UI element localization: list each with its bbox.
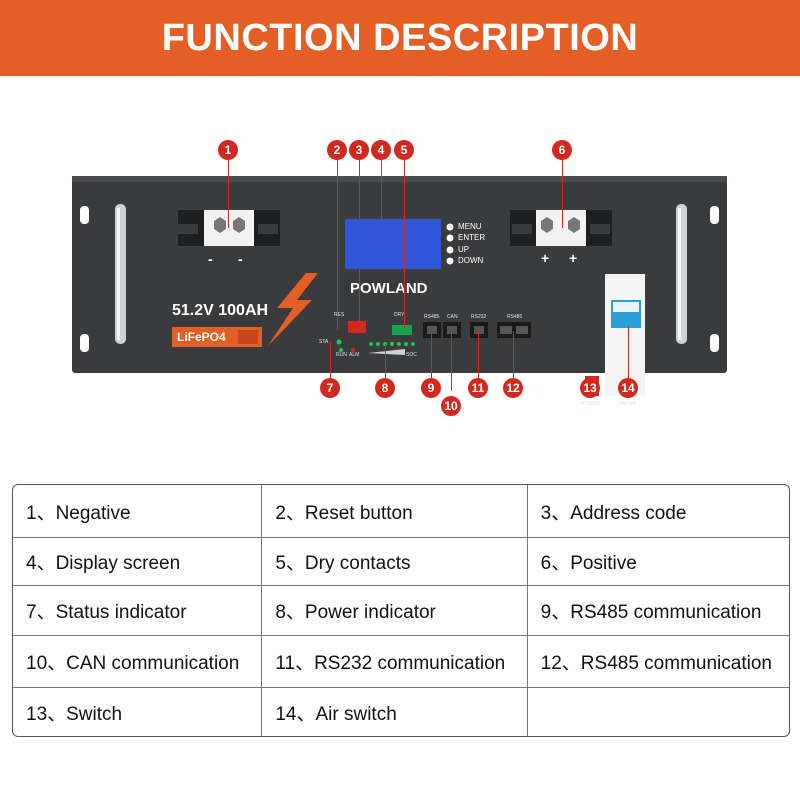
positive-sign-2: +	[569, 250, 578, 266]
rs485-b-label: RS485	[507, 314, 523, 320]
enter-label: ENTER	[458, 233, 486, 242]
callout-1: 1	[218, 140, 238, 160]
alm-label: ALM	[349, 352, 360, 358]
table-cell: 7、Status indicator	[13, 586, 263, 635]
function-table: 1、Negative 2、Reset button 3、Address code…	[12, 484, 790, 737]
power-label: POWER	[581, 401, 600, 407]
model-label: 51.2V 100AH	[172, 302, 269, 319]
onoff-label: ON/OFF	[618, 401, 637, 407]
negative-sign-1: -	[208, 251, 213, 267]
can-label: CAN	[447, 314, 458, 320]
soc-label: SOC	[406, 352, 417, 358]
right-handle	[676, 204, 687, 344]
callout-2: 2	[327, 140, 347, 160]
table-cell: 9、RS485 communication	[540, 602, 762, 623]
table-cell: 3、Address code	[540, 502, 687, 524]
table-cell: 11、RS232 communication	[262, 636, 528, 687]
callout-6: 6	[552, 140, 572, 160]
callout-8: 8	[375, 378, 395, 398]
rs232-label: RS232	[471, 314, 487, 320]
chemistry-label: LiFePO4	[177, 330, 226, 344]
down-label: DOWN	[458, 256, 484, 265]
table-row: 10、CAN communication 11、RS232 communicat…	[13, 636, 789, 688]
table-cell: 10、CAN communication	[13, 636, 263, 687]
callout-9: 9	[421, 378, 441, 398]
table-cell	[528, 688, 789, 736]
callout-5: 5	[394, 140, 414, 160]
callout-10: 10	[441, 396, 461, 416]
callout-12: 12	[503, 378, 523, 398]
table-row: 7、Status indicator 8、Power indicator 9、R…	[13, 586, 789, 636]
table-row: 4、Display screen 5、Dry contacts 6、Positi…	[13, 538, 789, 586]
menu-label: MENU	[458, 222, 482, 231]
negative-sign-2: -	[238, 251, 243, 267]
left-handle	[115, 204, 126, 344]
table-cell: 4、Display screen	[13, 538, 263, 585]
table-cell: 6、Positive	[540, 553, 637, 574]
battery-front-panel	[72, 176, 727, 396]
callout-13: 13	[580, 378, 600, 398]
brand-logo: POWLAND	[350, 280, 428, 297]
rs485-a-label: RS485	[424, 314, 440, 320]
air-switch-body	[605, 274, 645, 396]
positive-sign-1: +	[541, 250, 550, 266]
up-label: UP	[458, 245, 470, 254]
callout-4: 4	[371, 140, 391, 160]
table-row: 13、Switch 14、Air switch	[13, 688, 789, 736]
header-banner: FUNCTION DESCRIPTION	[0, 0, 800, 76]
table-cell: 12、RS485 communication	[540, 653, 772, 674]
dry-label: DRY	[394, 312, 405, 318]
table-cell: 5、Dry contacts	[262, 538, 528, 585]
table-cell: 8、Power indicator	[262, 586, 528, 635]
run-label: RUN	[336, 352, 347, 358]
display-screen	[345, 219, 441, 269]
table-cell: 14、Air switch	[262, 688, 528, 736]
callout-14: 14	[618, 378, 638, 398]
sta-label: STA	[319, 339, 329, 345]
callout-3: 3	[349, 140, 369, 160]
callout-7: 7	[320, 378, 340, 398]
table-cell: 2、Reset button	[262, 485, 528, 537]
table-cell: 13、Switch	[13, 688, 263, 736]
page-title: FUNCTION DESCRIPTION	[161, 16, 639, 59]
res-label: RES	[334, 312, 345, 318]
callout-11: 11	[468, 378, 488, 398]
table-cell: 1、Negative	[13, 485, 263, 537]
battery-diagram: - - + + MENU ENTER UP DOWN POWLAND 51.2V…	[0, 76, 800, 476]
table-row: 1、Negative 2、Reset button 3、Address code	[13, 485, 789, 538]
